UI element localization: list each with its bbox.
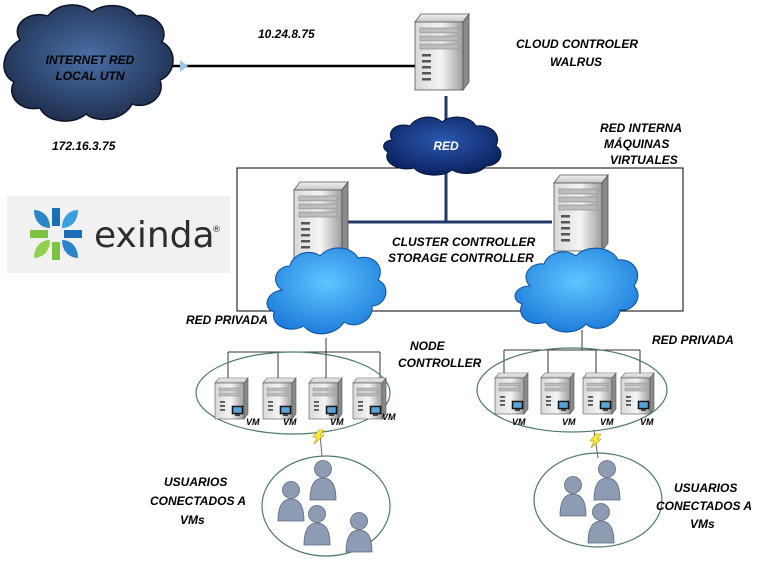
vm-label: VM <box>283 417 297 427</box>
usuarios-right-line1: USUARIOS <box>674 481 737 495</box>
vm-server-icon <box>540 372 575 415</box>
vm-server-icon <box>582 372 617 415</box>
usuarios-right-line3: VMs <box>690 517 715 531</box>
red-privada-left-label: RED PRIVADA <box>186 313 268 327</box>
node-ellipse-right <box>476 347 668 433</box>
cluster-label-line2: STORAGE CONTROLLER <box>388 251 534 265</box>
vm-label: VM <box>330 417 344 427</box>
node-group-left: VM VM VM VM <box>195 338 396 435</box>
lightning-icon <box>312 429 325 445</box>
user-icon <box>345 512 373 553</box>
user-icon <box>309 460 337 501</box>
node-controller-label-line2: CONTROLLER <box>398 356 482 370</box>
user-icon <box>593 460 621 501</box>
users-group-left <box>261 455 391 557</box>
cluster-label-line1: CLUSTER CONTROLLER <box>392 235 536 249</box>
private-cloud-right-icon <box>514 247 639 333</box>
cloud-controller-label-line2: WALRUS <box>550 55 602 69</box>
exinda-logo: exinda ® <box>7 196 230 273</box>
exinda-reg-mark: ® <box>212 225 221 235</box>
link-arrow-icon <box>180 60 188 72</box>
usuarios-left-line1: USUARIOS <box>164 475 227 489</box>
vm-label: VM <box>382 412 396 422</box>
vm-server-icon <box>620 372 655 415</box>
red-interna-label-line3: VIRTUALES <box>610 153 678 167</box>
red-privada-right-label: RED PRIVADA <box>652 333 734 347</box>
users-ellipse-left <box>261 455 391 557</box>
node-group-right: VM VM VM VM <box>476 330 668 433</box>
exinda-emblem-icon <box>30 208 82 260</box>
vm-label: VM <box>512 417 526 427</box>
usuarios-right-line2: CONECTADOS A <box>656 499 752 513</box>
vm-server-icon <box>308 377 343 420</box>
usuarios-left-line3: VMs <box>180 513 205 527</box>
user-icon <box>587 503 615 544</box>
red-cloud-icon <box>383 116 502 176</box>
cluster-server-right-icon <box>553 174 609 252</box>
vm-server-icon <box>262 377 297 420</box>
cloud-controller-label-line1: CLOUD CONTROLER <box>516 37 638 51</box>
cluster-server-left-icon <box>293 181 349 259</box>
red-interna-label-line2: MÁQUINAS <box>604 136 669 151</box>
red-interna-label-line1: RED INTERNA <box>600 121 682 135</box>
user-icon <box>303 505 331 546</box>
internet-label-line2: LOCAL UTN <box>55 69 124 83</box>
vm-label: VM <box>640 417 654 427</box>
vm-label: VM <box>562 417 576 427</box>
users-ellipse-right <box>533 452 663 548</box>
user-icon <box>559 476 587 517</box>
ip-bottom-label: 172.16.3.75 <box>52 139 116 153</box>
red-cloud-label: RED <box>433 139 459 153</box>
usuarios-left-line2: CONECTADOS A <box>150 494 246 508</box>
vm-server-icon <box>494 372 529 415</box>
vm-label: VM <box>600 417 614 427</box>
vm-server-icon <box>214 377 249 420</box>
cloud-controller-server-icon <box>414 13 470 91</box>
user-icon <box>277 481 305 522</box>
node-controller-label-line1: NODE <box>410 339 446 353</box>
ip-top-label: 10.24.8.75 <box>258 27 315 41</box>
users-group-right <box>533 452 663 548</box>
node-ellipse-left <box>195 351 391 435</box>
internet-cloud-icon <box>3 4 174 122</box>
lightning-icon <box>589 433 602 449</box>
exinda-logo-text: exinda <box>94 215 215 256</box>
internet-label-line1: INTERNET RED <box>46 53 135 67</box>
vm-label: VM <box>246 417 260 427</box>
private-cloud-left-icon <box>266 247 387 335</box>
